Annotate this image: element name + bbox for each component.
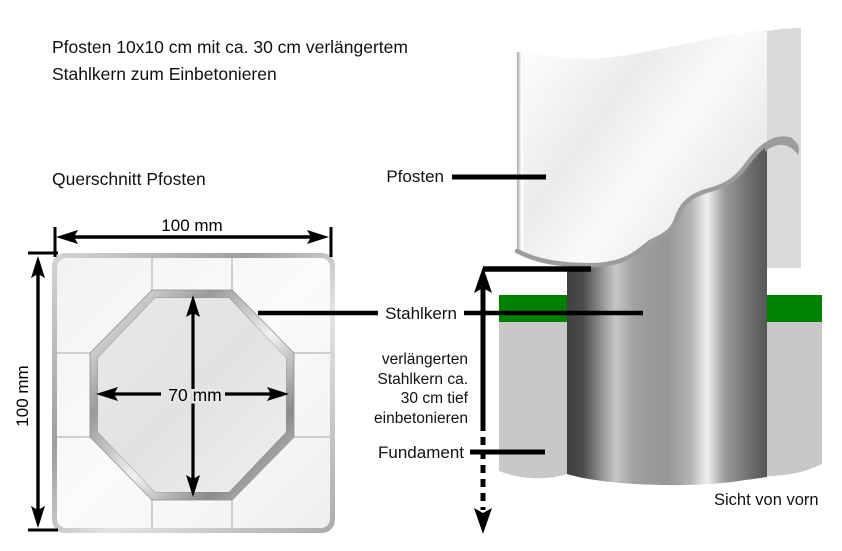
height-dimension-label: 100 mm (13, 365, 32, 426)
front-view-figure (499, 28, 822, 486)
height-dimension (28, 251, 58, 532)
panel-separators (57, 258, 330, 528)
post-side-face (767, 28, 801, 268)
cross-section-figure: 70 mm 100 mm 100 mm (13, 216, 335, 533)
post-front-face (517, 30, 767, 267)
embed-depth-note-line: verlängerten (381, 351, 468, 368)
page-title-line1: Pfosten 10x10 cm mit ca. 30 cm verlänger… (52, 37, 408, 57)
post-label: Pfosten (386, 167, 444, 186)
width-dimension-label: 100 mm (161, 216, 222, 235)
grass-left (499, 295, 567, 322)
core-dimension-arrows (96, 295, 289, 497)
embed-depth-note-line: 30 cm tief (400, 390, 468, 407)
torn-edge-rim (514, 136, 794, 268)
front-view-caption: Sicht von vorn (714, 491, 819, 509)
page-title-line2: Stahlkern zum Einbetonieren (52, 64, 277, 84)
core-label: Stahlkern (385, 304, 457, 323)
embed-depth-note: verlängerten Stahlkern ca. 30 cm tief ei… (340, 350, 468, 428)
grass-right (766, 295, 822, 322)
embed-depth-note-line: Stahlkern ca. (377, 370, 468, 388)
foundation-left (499, 322, 567, 479)
foundation-label: Fundament (378, 443, 464, 462)
post-left-edge (517, 52, 524, 252)
torn-edge-curl (765, 137, 799, 155)
depth-dimension-arrow (474, 267, 492, 534)
cross-section-heading: Querschnitt Pfosten (52, 169, 206, 189)
width-dimension (53, 227, 333, 257)
page-title: Pfosten 10x10 cm mit ca. 30 cm verlänger… (52, 34, 408, 88)
steel-core (567, 143, 767, 486)
embed-depth-note-line: einbetonieren (374, 409, 468, 427)
core-dimension-label: 70 mm (168, 385, 221, 405)
foundation-right (766, 322, 822, 476)
